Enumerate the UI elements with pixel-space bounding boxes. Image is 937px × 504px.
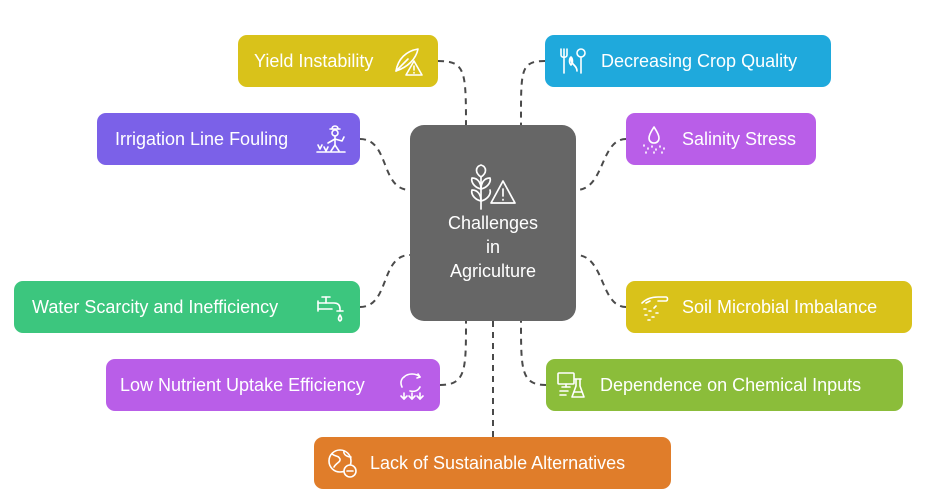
connector-chemical [520,320,547,386]
node-crop-label: Decreasing Crop Quality [601,50,798,71]
salt-drop-icon [643,126,665,154]
node-soil-microbial-imbalance: Soil Microbial Imbalance [626,281,912,333]
lab-flask-icon [557,372,585,398]
node-chemical-label: Dependence on Chemical Inputs [600,374,862,395]
connector-irrigation [359,138,411,191]
node-soil-label: Soil Microbial Imbalance [682,296,878,317]
node-salinity-label: Salinity Stress [682,128,797,149]
node-sustainable-label: Lack of Sustainable Alternatives [370,452,626,473]
connector-salinity [575,138,627,191]
node-yield-label: Yield Instability [254,50,374,71]
farmer-watering-icon [316,125,346,153]
connector-yield [437,60,467,126]
node-water-scarcity: Water Scarcity and Inefficiency [14,281,360,333]
node-dependence-on-chemical-inputs: Dependence on Chemical Inputs [546,359,903,411]
node-irrigation-line-fouling: Irrigation Line Fouling [97,113,360,165]
nutrient-cycle-icon [400,373,424,400]
node-yield-instability: Yield Instability [238,35,438,87]
node-salinity-stress: Salinity Stress [626,113,816,165]
node-decreasing-crop-quality: Decreasing Crop Quality [545,35,831,87]
connector-nutrient [439,320,467,386]
center-title-line-3: Agriculture [449,261,537,281]
crop-tools-icon [560,48,586,74]
center-node: Challenges in Agriculture [410,125,576,321]
center-title-line-1: Challenges [447,213,539,233]
water-tap-icon [317,296,344,322]
node-irrigation-label: Irrigation Line Fouling [115,128,289,149]
node-nutrient-label: Low Nutrient Uptake Efficiency [120,374,365,395]
globe-minus-icon [328,449,357,478]
connector-soil [575,254,627,308]
node-lack-of-sustainable-alternatives: Lack of Sustainable Alternatives [314,437,671,489]
center-title-line-2: in [485,237,500,257]
node-water-label: Water Scarcity and Inefficiency [32,296,279,317]
connector-water [359,254,411,308]
soil-hand-icon [641,296,669,321]
wheat-warning-icon [470,164,516,210]
connector-crop [519,60,546,126]
node-low-nutrient-uptake: Low Nutrient Uptake Efficiency [106,359,440,411]
plant-warning-icon [395,48,423,76]
